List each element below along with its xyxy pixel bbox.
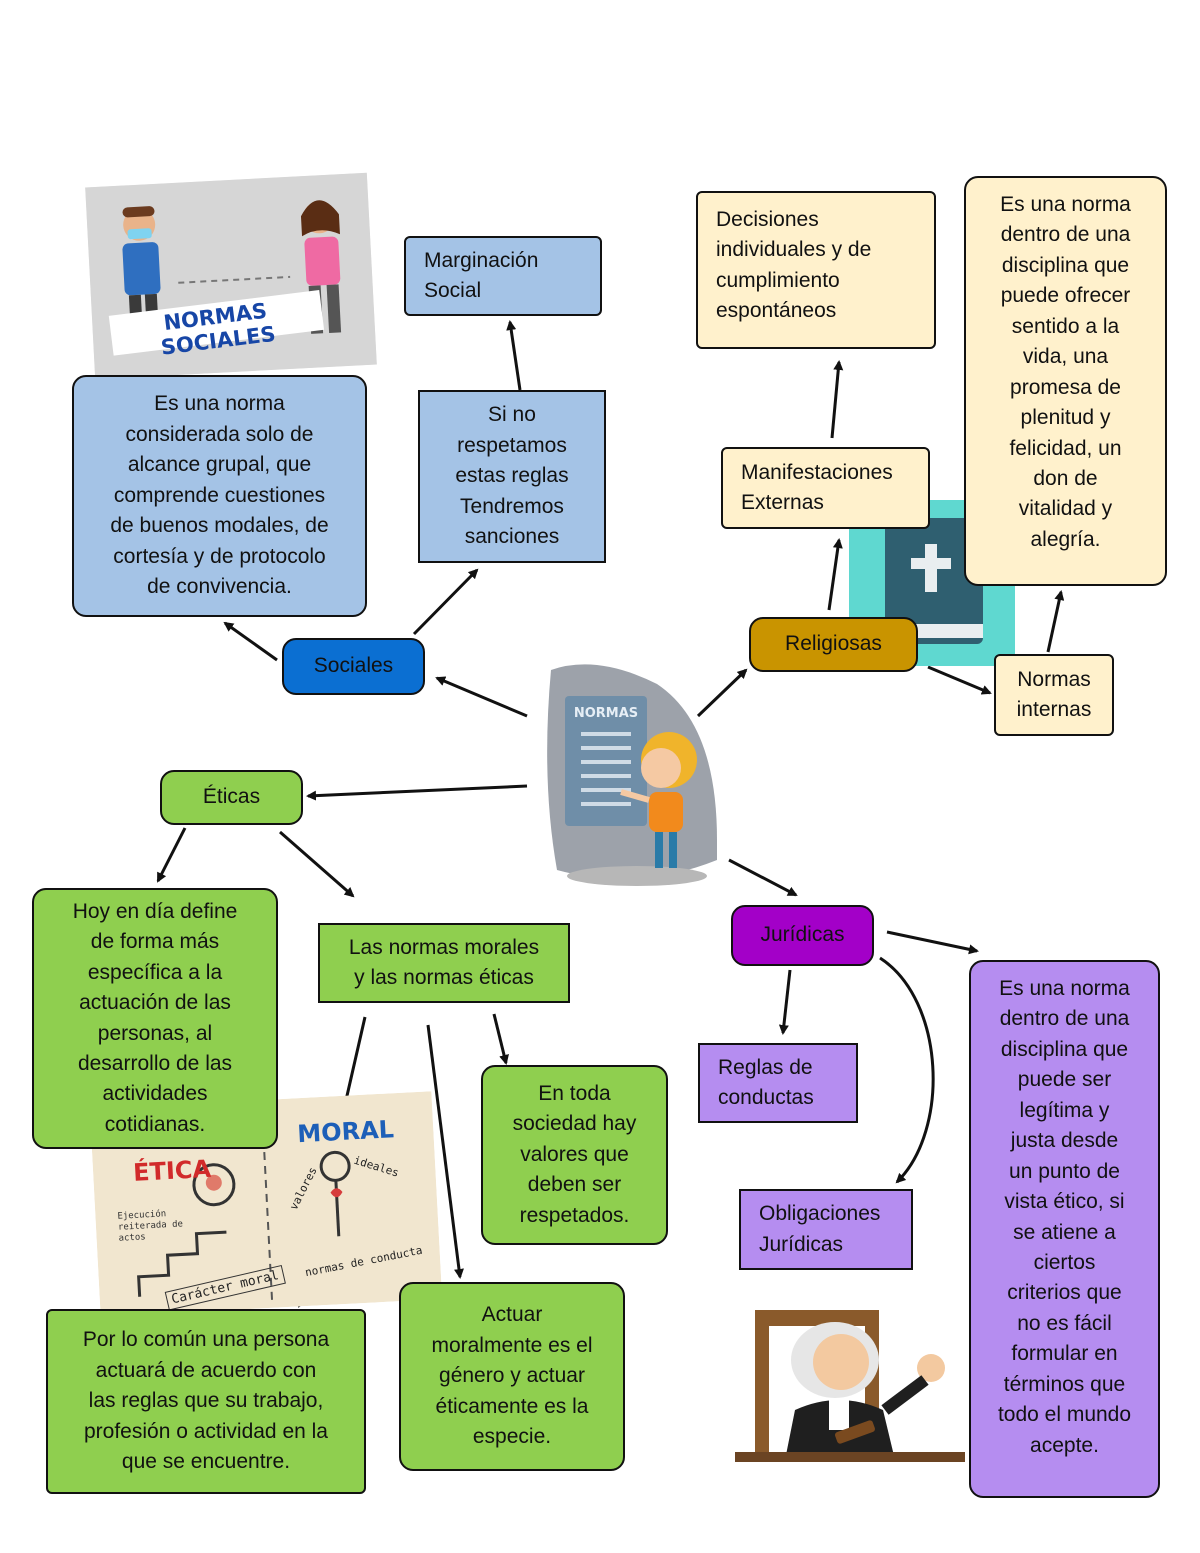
node-religiosas[interactable]: Religiosas — [749, 617, 918, 672]
eticas-hoy-box: Hoy en día define de forma más específic… — [32, 888, 278, 1149]
moral-label: MORAL — [296, 1115, 395, 1149]
arrow-sociales-sanciones — [412, 568, 479, 636]
sociales-sanciones-box: Si no respetamos estas reglas Tendremos … — [418, 390, 606, 563]
arrow-sociales-definicion — [223, 621, 278, 662]
teacher-girl-illustration: NORMAS — [537, 660, 732, 892]
decisiones-box: Decisiones individuales y de cumplimient… — [696, 191, 936, 349]
arrow-morales-actuar — [426, 1024, 464, 1279]
morales-eticas-text: Las normas morales y las normas éticas — [348, 935, 540, 989]
manifestaciones-box: Manifestaciones Externas — [721, 447, 930, 529]
manifestaciones-text: Manifestaciones Externas — [741, 460, 893, 514]
arrow-center-eticas — [306, 784, 528, 801]
board-title: NORMAS — [573, 706, 639, 721]
judge-illustration — [735, 1300, 965, 1470]
persona-box: Por lo común una persona actuará de acue… — [46, 1309, 366, 1494]
arrow-religiosas-manifestaciones — [827, 538, 843, 611]
sociales-definicion-text: Es una norma considerada solo de alcance… — [110, 392, 329, 599]
morales-eticas-box: Las normas morales y las normas éticas — [318, 923, 570, 1003]
reglas-box: Reglas de conductas — [698, 1043, 858, 1123]
normas-internas-box: Normas internas — [994, 654, 1114, 736]
node-sociales[interactable]: Sociales — [282, 638, 425, 695]
decisiones-text: Decisiones individuales y de cumplimient… — [716, 208, 872, 323]
ejecucion-note: Ejecución reiterada de actos — [117, 1209, 184, 1244]
sociales-sanciones-text: Si no respetamos estas reglas Tendremos … — [455, 403, 569, 549]
etica-label: ÉTICA — [132, 1154, 212, 1187]
arrow-center-sociales — [435, 676, 528, 718]
arrow-eticas-morales — [279, 830, 355, 898]
valores-text: En toda sociedad hay valores que deben s… — [512, 1081, 637, 1227]
arrow-internas-definicion — [1046, 590, 1065, 653]
actuar-box: Actuar moralmente es el género y actuar … — [399, 1282, 625, 1471]
arrow-juridicas-reglas — [778, 969, 792, 1035]
arrow-juridicas-obligaciones — [879, 956, 935, 1184]
arrow-manifestaciones-decisiones — [830, 360, 844, 439]
marginacion-box: Marginación Social — [404, 236, 602, 316]
normas-internas-text: Normas internas — [1016, 667, 1092, 721]
eticas-hoy-text: Hoy en día define de forma más específic… — [72, 899, 238, 1136]
valores-box: En toda sociedad hay valores que deben s… — [481, 1065, 668, 1245]
people-illustration: NORMAS SOCIALES — [85, 172, 377, 380]
arrow-religiosas-internas — [927, 665, 992, 695]
node-eticas-label: Éticas — [202, 785, 261, 809]
node-sociales-label: Sociales — [313, 654, 394, 678]
arrow-morales-valores — [492, 1013, 509, 1065]
juridicas-definicion-text: Es una norma dentro de una disciplina qu… — [997, 977, 1132, 1457]
arrow-sanciones-marginacion — [506, 320, 522, 391]
marginacion-text: Marginación Social — [424, 248, 539, 302]
arrow-juridicas-definicion — [886, 930, 979, 955]
arrow-center-juridicas — [728, 858, 798, 897]
religiosas-definicion-text: Es una norma dentro de una disciplina qu… — [1000, 193, 1131, 551]
obligaciones-box: Obligaciones Jurídicas — [739, 1189, 913, 1270]
obligaciones-text: Obligaciones Jurídicas — [759, 1202, 881, 1256]
node-juridicas[interactable]: Jurídicas — [731, 905, 874, 966]
arrow-eticas-hoy — [156, 827, 187, 883]
actuar-text: Actuar moralmente es el género y actuar … — [431, 1303, 593, 1449]
node-religiosas-label: Religiosas — [785, 632, 882, 656]
arrow-center-religiosas — [696, 668, 748, 718]
reglas-text: Reglas de conductas — [718, 1055, 814, 1109]
sociales-definicion-box: Es una norma considerada solo de alcance… — [72, 375, 367, 617]
religiosas-definicion-box: Es una norma dentro de una disciplina qu… — [964, 176, 1167, 586]
node-juridicas-label: Jurídicas — [760, 923, 845, 947]
node-eticas[interactable]: Éticas — [160, 770, 303, 825]
juridicas-definicion-box: Es una norma dentro de una disciplina qu… — [969, 960, 1160, 1498]
persona-text: Por lo común una persona actuará de acue… — [82, 1328, 330, 1474]
